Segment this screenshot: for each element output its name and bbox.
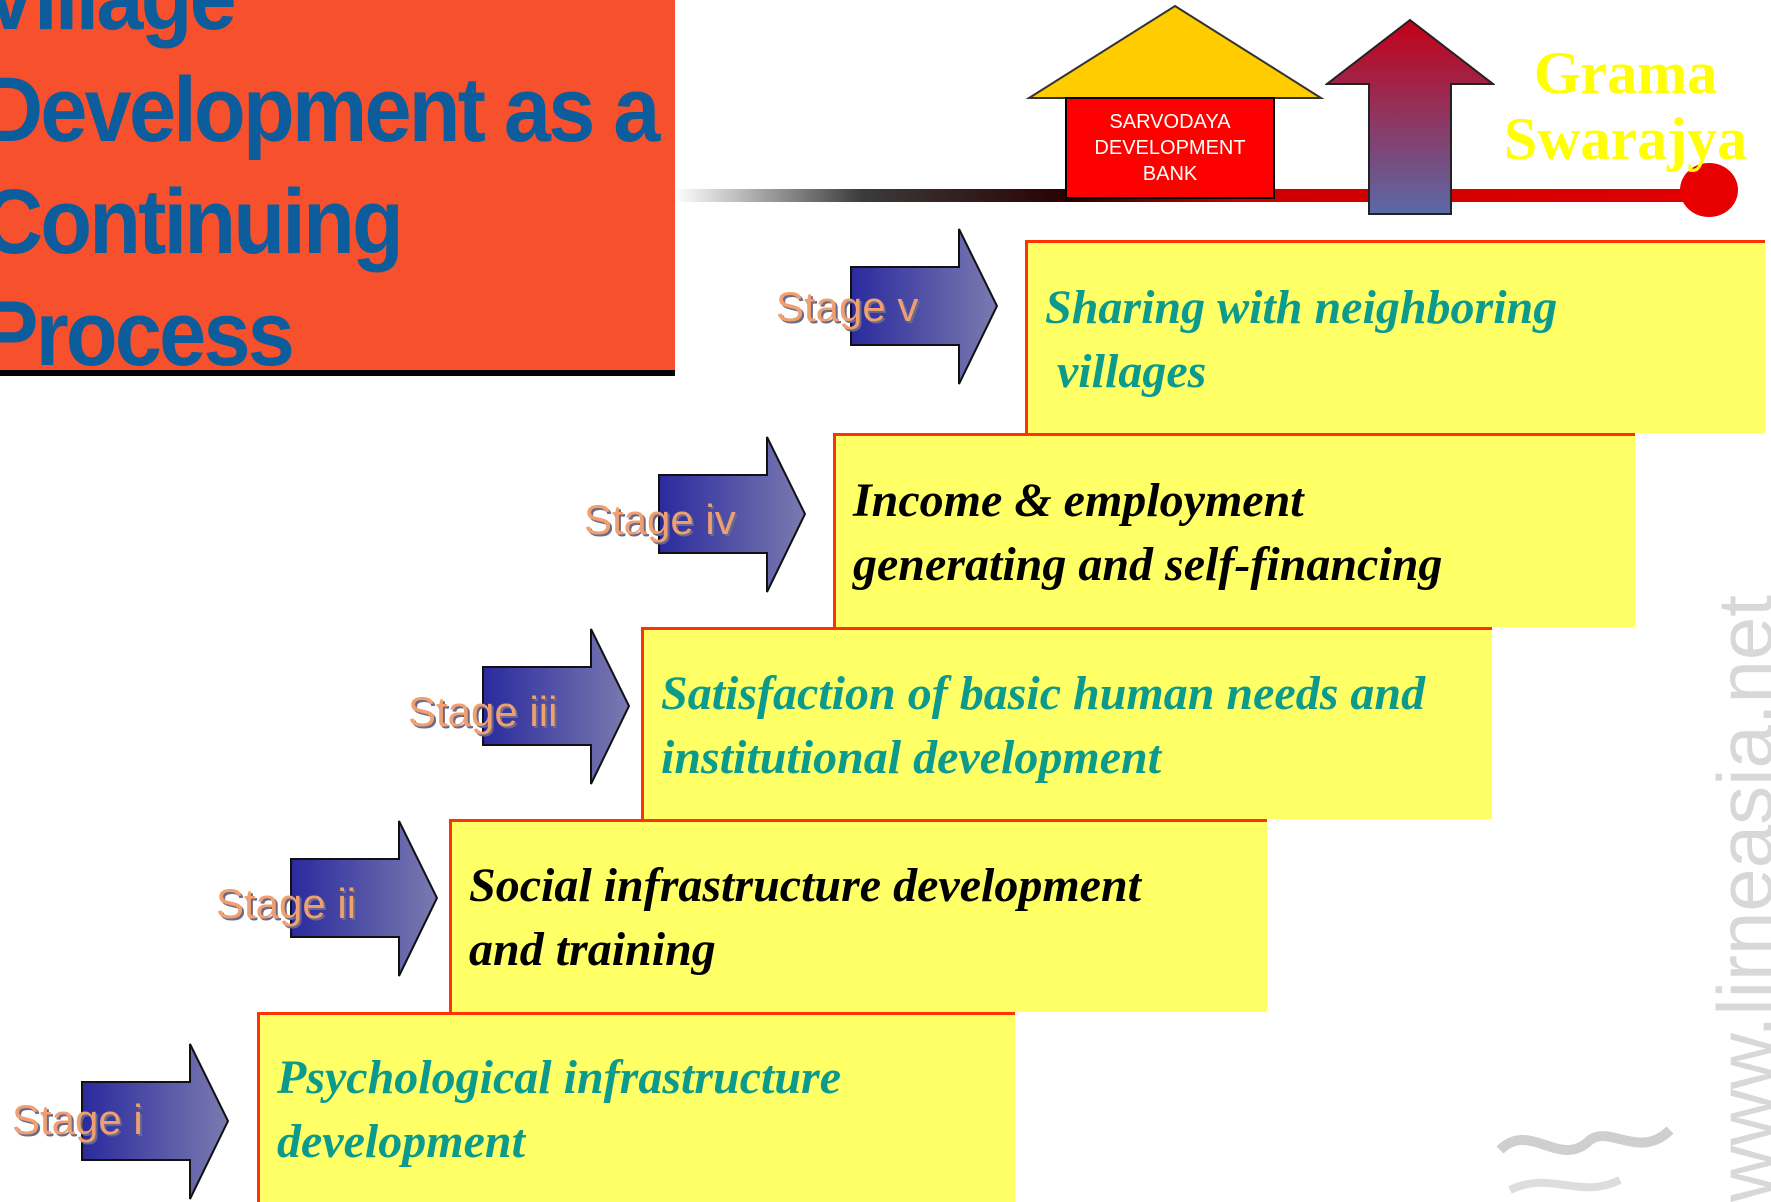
up-arrow-icon xyxy=(1325,18,1495,215)
stage-3-label: Stage iii xyxy=(408,688,558,735)
step-box-2 xyxy=(449,819,1267,1012)
title-line: Development as a xyxy=(0,59,660,161)
stage-5-text: Sharing with neighboring villages xyxy=(1045,276,1557,404)
title-line: Process xyxy=(0,283,295,376)
stage-3-line: institutional development xyxy=(661,731,1162,784)
title-line: Continuing xyxy=(0,171,404,273)
stage-3-text: Satisfaction of basic human needs and in… xyxy=(661,662,1425,790)
stage-4-line: generating and self-financing xyxy=(853,538,1443,591)
step-box-1 xyxy=(257,1012,1015,1202)
stage-1-line: Psychological infrastructure xyxy=(277,1051,842,1104)
goal-line: Grama xyxy=(1533,40,1718,106)
stage-1-label: Stage i xyxy=(12,1096,143,1143)
goal-line: Swarajya xyxy=(1503,106,1748,172)
stage-4-text: Income & employment generating and self-… xyxy=(853,469,1442,597)
stage-5-line: villages xyxy=(1045,345,1207,398)
bank-box: SARVODAYA DEVELOPMENT BANK xyxy=(1065,97,1275,199)
step-box-4 xyxy=(833,433,1635,627)
stage-5-line: Sharing with neighboring xyxy=(1045,281,1558,334)
title-line: Village xyxy=(0,0,644,54)
stage-2-line: and training xyxy=(469,923,716,976)
watermark-text: www.lirneasia.net xyxy=(1701,595,1771,1202)
stage-3-arrow-icon xyxy=(482,628,631,785)
step-box-3 xyxy=(641,627,1492,819)
timeline-end-dot xyxy=(1680,163,1738,217)
watermark-logo-icon xyxy=(1496,1126,1674,1194)
stage-2-line: Social infrastructure development xyxy=(469,859,1141,912)
bank-line: SARVODAYA xyxy=(1109,111,1231,133)
stage-5-arrow-icon xyxy=(850,228,999,385)
bank-line: BANK xyxy=(1142,163,1198,185)
stage-1-arrow-icon xyxy=(81,1043,230,1200)
bank-roof-shape xyxy=(1025,4,1325,99)
stage-1-text: Psychological infrastructure development xyxy=(277,1046,841,1174)
stage-5-label: Stage v xyxy=(776,283,919,330)
stage-2-text: Social infrastructure development and tr… xyxy=(469,854,1141,982)
slide-title: Village Development as a Continuing Proc… xyxy=(0,0,660,376)
step-box-5 xyxy=(1025,240,1765,433)
stage-4-label: Stage iv xyxy=(584,496,736,543)
stage-2-label: Stage ii xyxy=(216,880,357,927)
goal-text: Grama Swarajya xyxy=(1488,40,1763,172)
stage-4-arrow-icon xyxy=(658,436,807,593)
stage-3-line: Satisfaction of basic human needs and xyxy=(661,667,1426,720)
title-box: Village Development as a Continuing Proc… xyxy=(0,0,675,376)
bank-line: DEVELOPMENT xyxy=(1094,137,1246,159)
stage-1-line: development xyxy=(277,1115,525,1168)
stage-2-arrow-icon xyxy=(290,820,439,977)
stage-4-line: Income & employment xyxy=(853,474,1304,527)
